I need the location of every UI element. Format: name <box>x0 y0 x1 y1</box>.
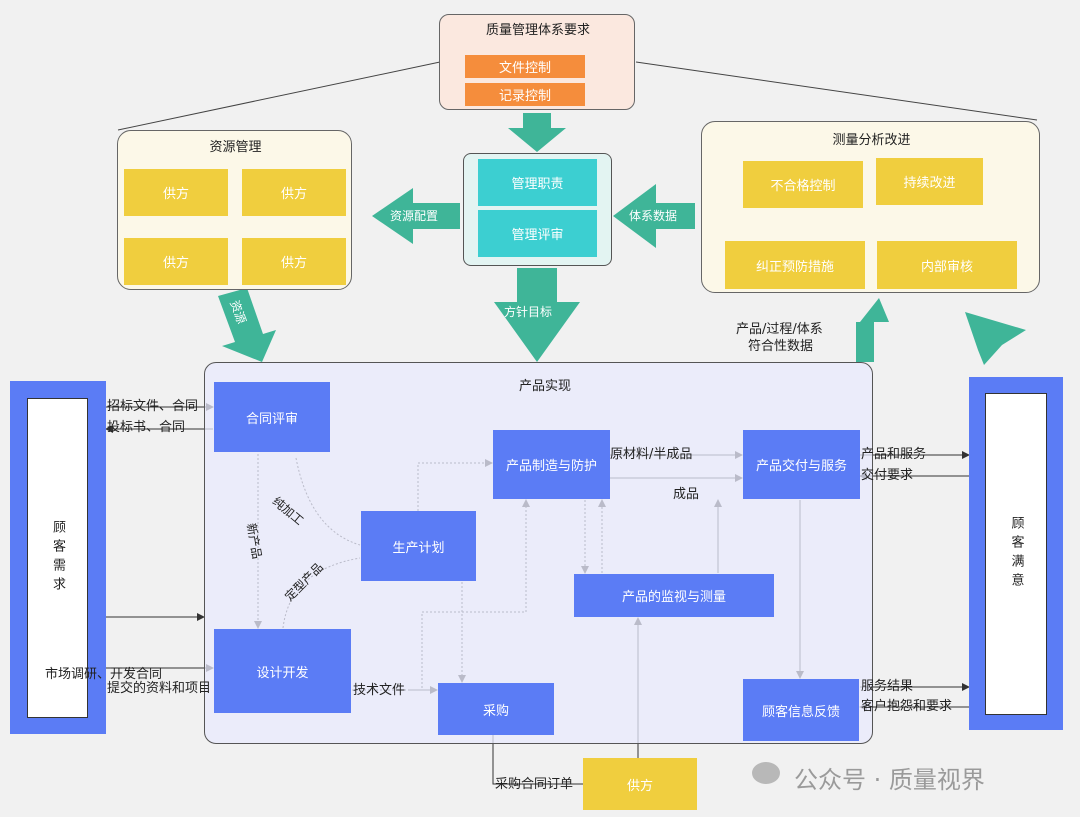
raw-material-label: 原材料/半成品 <box>610 447 693 462</box>
service-result-label: 服务结果 <box>861 679 914 694</box>
tender-label: 招标文件、合同 <box>107 399 199 414</box>
resource-config-label: 资源配置 <box>390 209 439 223</box>
delivery-service-box: 产品交付与服务 <box>743 430 860 499</box>
product-service-label: 产品和服务 <box>861 447 927 462</box>
tech-doc-label: 技术文件 <box>353 683 406 698</box>
supplier-box-2: 供方 <box>242 169 346 216</box>
system-data-label: 体系数据 <box>629 209 678 223</box>
purchasing-box: 采购 <box>438 683 554 735</box>
record-control-box: 记录控制 <box>465 83 585 106</box>
arrow-down-top <box>508 113 566 152</box>
wechat-icon <box>752 762 780 784</box>
arrow-satisfaction <box>965 312 1026 365</box>
qms-requirements-panel: 质量管理体系要求 文件控制 记录控制 <box>439 14 635 110</box>
nonconformity-control-box: 不合格控制 <box>743 161 863 208</box>
customer-satisfaction-text: 顾客满意 <box>1008 516 1024 592</box>
production-planning-box: 生产计划 <box>361 511 476 581</box>
continuous-improvement-box: 持续改进 <box>876 158 983 205</box>
complaints-label: 客户抱怨和要求 <box>861 699 953 714</box>
arrow-resource-config <box>372 188 460 244</box>
purchase-order-label: 采购合同订单 <box>495 777 574 792</box>
supplier-box-1: 供方 <box>124 169 228 216</box>
submitted-label: 提交的资料和项目 <box>107 681 212 696</box>
top-left-line <box>117 61 441 131</box>
customer-satisfaction-panel: 顾客满意 <box>969 377 1063 730</box>
customer-need-text: 顾客需求 <box>50 520 65 596</box>
management-responsibility-box: 管理职责 <box>478 159 597 206</box>
corrective-action-box: 纠正预防措施 <box>725 241 865 289</box>
customer-need-panel: 顾客需求 <box>10 381 106 734</box>
internal-audit-box: 内部审核 <box>877 241 1017 289</box>
watermark: 公众号 · 质量视界 <box>748 756 1048 794</box>
design-development-box: 设计开发 <box>214 629 351 713</box>
supplier-box-4: 供方 <box>242 238 346 285</box>
qms-title: 质量管理体系要求 <box>485 23 590 38</box>
measure-title: 测量分析改进 <box>832 133 911 148</box>
customer-feedback-box: 顾客信息反馈 <box>743 679 859 741</box>
watermark-text: 公众号 · 质量视界 <box>794 766 985 794</box>
top-right-line <box>635 61 1038 121</box>
delivery-requirement-label: 交付要求 <box>861 468 914 483</box>
conform-line-1: 产品/过程/体系 <box>736 322 823 337</box>
supplier-box-3: 供方 <box>124 238 228 285</box>
measurement-panel: 测量分析改进 不合格控制 持续改进 纠正预防措施 内部审核 <box>701 121 1040 293</box>
resource-management-panel: 资源管理 供方 供方 供方 供方 <box>117 130 352 290</box>
bottom-supplier-box: 供方 <box>583 758 697 810</box>
contract-review-box: 合同评审 <box>214 382 330 452</box>
arrow-resource <box>218 288 276 362</box>
arrow-system-data <box>613 184 695 248</box>
manufacturing-box: 产品制造与防护 <box>493 430 610 499</box>
market-label: 市场调研、开发合同 <box>45 667 163 682</box>
finished-product-label: 成品 <box>673 487 700 502</box>
arrow-policy <box>494 268 580 362</box>
management-panel: 管理职责 管理评审 <box>463 153 612 266</box>
bid-label: 投标书、合同 <box>107 420 186 435</box>
resource-title: 资源管理 <box>209 140 262 155</box>
document-control-box: 文件控制 <box>465 55 585 78</box>
management-review-box: 管理评审 <box>478 210 597 257</box>
policy-label: 方针目标 <box>504 305 553 319</box>
arrow-conform <box>856 298 889 362</box>
monitoring-box: 产品的监视与测量 <box>574 574 774 617</box>
conform-line-2: 符合性数据 <box>748 339 814 354</box>
product-realization-title: 产品实现 <box>519 379 572 394</box>
